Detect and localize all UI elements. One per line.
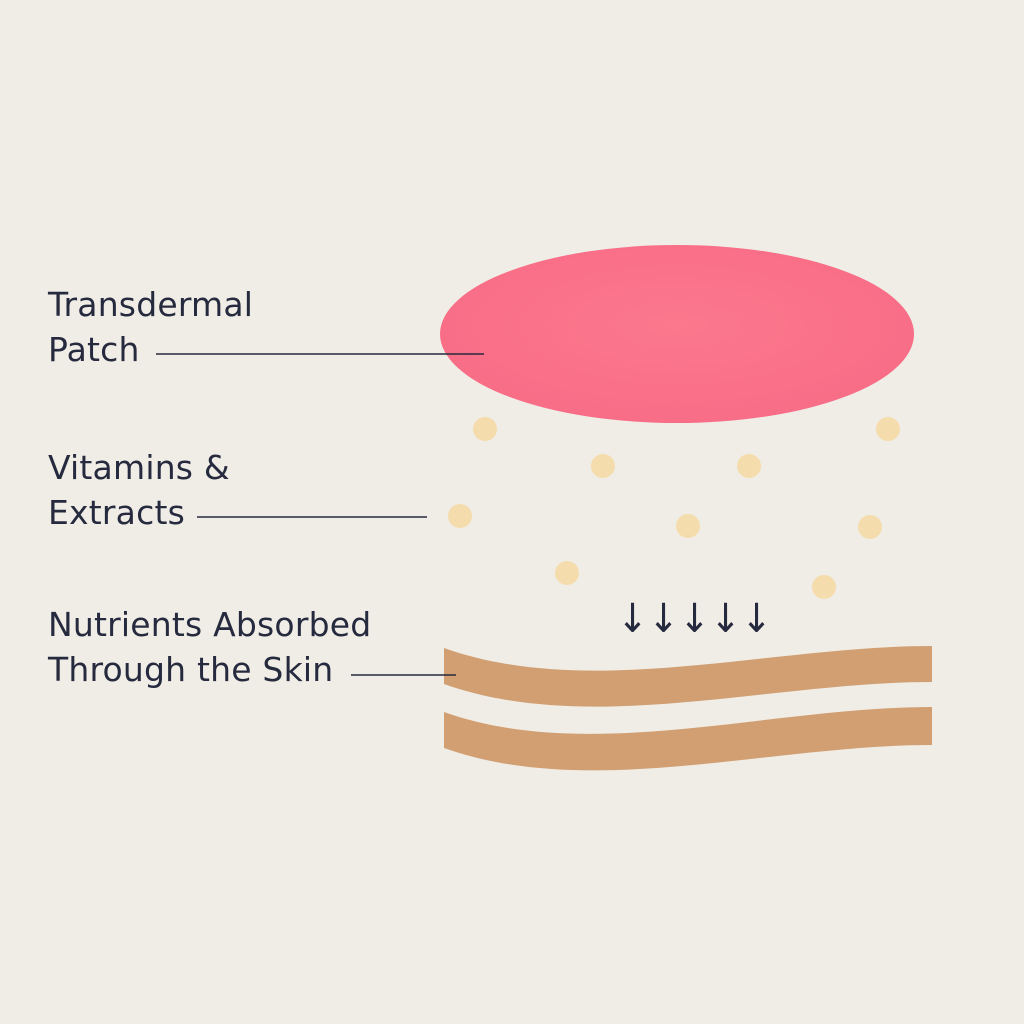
label-transdermal-patch: Transdermal Patch	[48, 282, 253, 372]
particle	[737, 454, 761, 478]
particle	[876, 417, 900, 441]
particle	[858, 515, 882, 539]
label-line: Extracts	[48, 493, 185, 532]
particle	[812, 575, 836, 599]
particle	[591, 454, 615, 478]
particle	[555, 561, 579, 585]
particle	[473, 417, 497, 441]
transdermal-patch	[440, 245, 914, 423]
label-line: Nutrients Absorbed	[48, 605, 372, 644]
particle	[676, 514, 700, 538]
label-nutrients-absorbed: Nutrients Absorbed Through the Skin	[48, 602, 371, 692]
skin-layer-bottom	[444, 707, 932, 771]
label-line: Through the Skin	[48, 650, 334, 689]
particle	[448, 504, 472, 528]
absorption-arrows: ↓↓↓↓↓	[617, 596, 772, 642]
label-line: Patch	[48, 330, 140, 369]
label-line: Vitamins &	[48, 448, 230, 487]
label-vitamins-extracts: Vitamins & Extracts	[48, 445, 230, 535]
skin-layer-top	[444, 646, 932, 707]
label-line: Transdermal	[48, 285, 254, 324]
particles	[448, 417, 900, 599]
